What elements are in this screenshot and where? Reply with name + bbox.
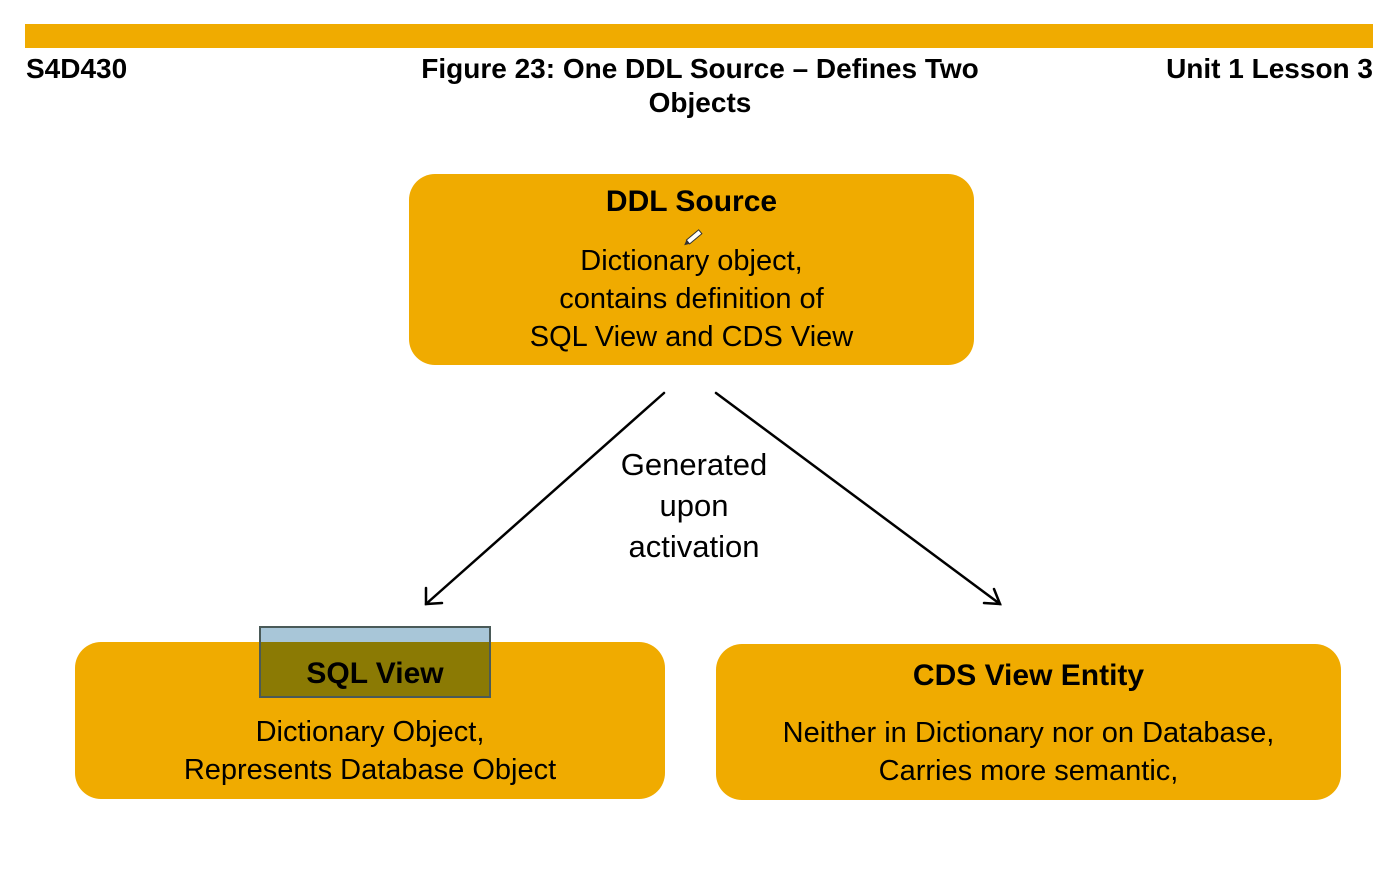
- course-code: S4D430: [26, 53, 128, 84]
- cds-view-entity-box: CDS View Entity Neither in Dictionary no…: [716, 644, 1341, 800]
- arrow-head-sql-view: [424, 586, 444, 606]
- top-accent-bar: [25, 24, 1373, 48]
- ddl-source-title: DDL Source: [605, 185, 778, 218]
- sql-view-title-highlight: SQL View: [259, 626, 491, 698]
- ddl-source-line-3: SQL View and CDS View: [529, 321, 854, 353]
- arrow-to-sql-view: [424, 391, 666, 606]
- figure-title-line-1: Figure 23: One DDL Source – Defines Two: [421, 53, 979, 84]
- unit-lesson: Unit 1 Lesson 3: [1166, 53, 1373, 84]
- ddl-source-line-2: contains definition of: [559, 283, 824, 315]
- arrow-head-cds-view: [982, 587, 1002, 606]
- sql-view-title: SQL View: [306, 657, 444, 690]
- highlight-strip: [261, 628, 489, 642]
- cds-view-entity-line-2: Carries more semantic,: [878, 755, 1179, 787]
- arrow-label: Generated upon activation: [574, 444, 814, 567]
- arrow-label-line-3: activation: [628, 529, 760, 564]
- pencil-cursor-icon: [684, 229, 703, 246]
- figure-title: Figure 23: One DDL Source – Defines Two …: [400, 52, 1000, 120]
- ddl-source-box: DDL Source Dictionary object, contains d…: [409, 174, 974, 365]
- sql-view-box: Dictionary Object, Represents Database O…: [75, 642, 665, 799]
- figure-title-line-2: Objects: [648, 87, 752, 118]
- arrow-to-cds-view: [714, 391, 1002, 606]
- sql-view-line-2: Represents Database Object: [183, 754, 557, 786]
- ddl-source-line-1: Dictionary object,: [580, 245, 803, 277]
- sql-view-line-1: Dictionary Object,: [255, 716, 485, 748]
- cds-view-entity-title: CDS View Entity: [912, 659, 1145, 692]
- arrow-label-line-1: Generated: [620, 447, 768, 482]
- cds-view-entity-line-1: Neither in Dictionary nor on Database,: [782, 717, 1275, 749]
- arrow-label-line-2: upon: [659, 488, 729, 523]
